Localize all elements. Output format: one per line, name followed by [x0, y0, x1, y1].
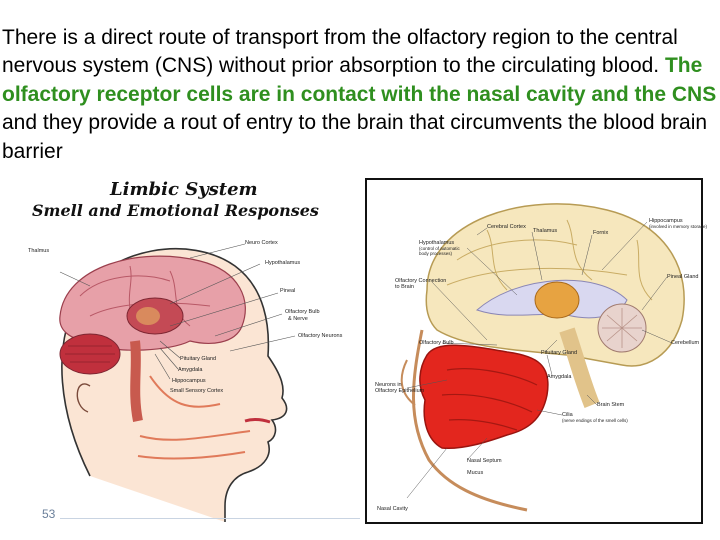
body-paragraph: There is a direct route of transport fro… — [2, 24, 718, 166]
label-cilia: Cilia — [562, 412, 573, 418]
label-hypothalamus-note-1: (control of automatic — [419, 246, 460, 251]
label-amygdala: Amygdala — [178, 367, 203, 373]
label-pituitary-gland: Pituitary Gland — [180, 356, 217, 362]
label-hypothalamus-note-2: body processes) — [419, 251, 453, 256]
label-olfactory-bulb: Olfactory Bulb — [285, 309, 320, 315]
brain-nasal-illustration — [400, 203, 685, 512]
label-fornix: Fornix — [593, 230, 609, 236]
label-hippocampus-note: (involved in memory storage) — [649, 224, 708, 229]
label-olfactory-connection-2: to Brain — [395, 284, 414, 290]
label-hippocampus-right: Hippocampus — [649, 218, 683, 224]
label-olfactory-connection: Olfactory Connection — [395, 278, 447, 284]
label-cerebellum: Cerebellum — [671, 340, 700, 346]
label-pineal: Pineal — [280, 288, 296, 294]
label-cerebral-cortex: Cerebral Cortex — [487, 224, 526, 230]
label-hypothalamus-right: Hypothalamus — [419, 240, 455, 246]
label-hippocampus: Hippocampus — [172, 378, 206, 384]
label-mucus: Mucus — [467, 470, 484, 476]
label-hypothalamus: Hypothalamus — [265, 260, 301, 266]
label-thalmus: Thalmus — [28, 248, 50, 254]
label-nasal-cavity: Nasal Cavity — [377, 506, 408, 512]
label-olfactory-epithelium: Olfactory Epithelium — [375, 388, 425, 394]
label-cilia-note: (nerve endings of the smell cells) — [562, 418, 628, 423]
label-thalamus: Thalamus — [533, 228, 558, 234]
figure-title: Limbic System — [110, 179, 258, 200]
figure-subtitle: Smell and Emotional Responses — [32, 201, 319, 220]
label-neurons: Neurons in — [375, 382, 402, 388]
paragraph-text-2: and they provide a rout of entry to the … — [2, 111, 708, 163]
label-neuro-cortex: Neuro Cortex — [245, 240, 278, 246]
footer-rule — [60, 518, 360, 519]
label-nasal-septum: Nasal Septum — [467, 458, 502, 464]
olfactory-pathway-figure: Cerebral Cortex Thalamus Fornix Hippocam… — [365, 178, 707, 524]
label-nerve: & Nerve — [288, 316, 308, 322]
label-olfactory-bulb-right: Olfactory Bulb — [419, 340, 454, 346]
page-number: 53 — [42, 507, 56, 521]
label-pineal-gland: Pineal Gland — [667, 274, 699, 280]
limbic-system-figure: Limbic System Smell and Emotional Respon… — [20, 176, 360, 522]
paragraph-text-1: There is a direct route of transport fro… — [2, 26, 678, 78]
label-small-sensory-cortex: Small Sensory Cortex — [170, 388, 224, 394]
paragraph-highlight: The olfactory receptor cells are in cont… — [2, 54, 717, 106]
label-pituitary-gland-right: Pituitary Gland — [541, 350, 578, 356]
label-amygdala-right: Amygdala — [547, 374, 572, 380]
head-profile-illustration — [59, 243, 296, 522]
label-olfactory-neurons: Olfactory Neurons — [298, 333, 343, 339]
label-brain-stem: Brain Stem — [597, 402, 625, 408]
